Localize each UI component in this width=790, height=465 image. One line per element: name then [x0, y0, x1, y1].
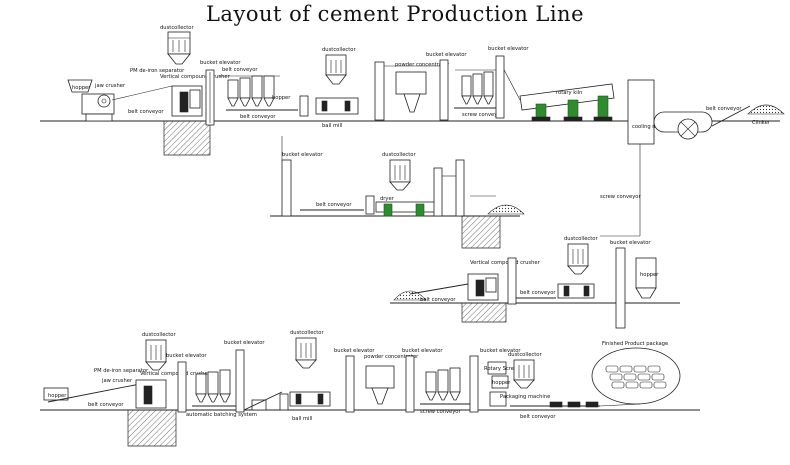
dustcollector-3: dustcollector: [382, 152, 416, 191]
hopper-4: hopper: [43, 387, 69, 401]
vertical-compound-1-label: Vertical compound crusher: [160, 74, 231, 80]
screw-conveyor-2-label: screw conveyor: [600, 194, 641, 200]
bucket-elevator-8-label: bucket elevator: [334, 348, 375, 354]
page-title: Layout of cement Production Line: [205, 2, 585, 26]
bucket-elevator-7-label: bucket elevator: [224, 340, 265, 346]
row-secondary-crusher: belt conveyor Vertical compound crusher …: [393, 236, 659, 329]
cooling-machine: cooling machine belt conveyor Clinker: [627, 79, 785, 145]
dustcollector-4-label: dustcollector: [564, 236, 598, 242]
dustcollector-2: dustcollector: [322, 47, 356, 85]
hopper-jaw-crusher: hopper jaw crusher: [67, 79, 126, 122]
belt-conveyor-5-label: belt conveyor: [316, 202, 352, 208]
finished-product-label: Finished Product package: [602, 341, 668, 347]
raw-silos-1: belt conveyor: [218, 67, 298, 111]
dustcollector-7: dustcollector: [508, 352, 542, 389]
hopper-4-label: hopper: [48, 393, 67, 399]
bucket-elevator-1: bucket elevator: [200, 60, 241, 126]
vertical-compound-crusher-2: Vertical compound crusher: [461, 260, 541, 323]
bucket-elevator-1-label: bucket elevator: [200, 60, 241, 66]
hopper-3: hopper: [635, 257, 659, 299]
belt-conveyor-4-label: belt conveyor: [706, 106, 742, 112]
hopper-3-label: hopper: [640, 272, 659, 278]
bucket-elevator-9-label: bucket elevator: [402, 348, 443, 354]
bucket-elevator-6-label: bucket elevator: [166, 353, 207, 359]
bucket-elevator-5-label: bucket elevator: [610, 240, 651, 246]
dustcollector-2-label: dustcollector: [322, 47, 356, 53]
clinker-label: Clinker: [752, 120, 771, 126]
dustcollector-6: dustcollector: [290, 330, 324, 369]
dustcollector-5: dustcollector: [142, 332, 176, 371]
vertical-compound-crusher-3: [127, 379, 177, 447]
hopper-5: hopper: [491, 375, 511, 389]
bucket-elevator-8: bucket elevator: [334, 348, 375, 413]
row-dryer: bucket elevator belt conveyor dustcollec…: [281, 152, 525, 249]
screw-conveyor-1-label: screw conveyor: [462, 112, 503, 118]
dustcollector-5-label: dustcollector: [142, 332, 176, 338]
ball-mill-secondary: [557, 283, 595, 299]
pm-separator-2-label: PM de-iron separator: [94, 368, 149, 374]
bucket-elevator-9: bucket elevator: [402, 348, 443, 413]
belt-conveyor-1-label: belt conveyor: [222, 67, 258, 73]
dustcollector-1: dustcollector: [160, 25, 194, 65]
bucket-elevator-7: bucket elevator: [224, 340, 265, 413]
bucket-elevator-2-label: bucket elevator: [426, 52, 467, 58]
row-raw-material: dustcollector hopper jaw crusher PM de-i…: [67, 25, 785, 156]
belt-conveyor-3-label: belt conveyor: [128, 109, 164, 115]
pm-separator-1-label: PM de-iron separator: [130, 68, 185, 74]
dryer-bucket-elevators: [433, 159, 465, 217]
row-cement-grinding: hopper belt conveyor PM de-iron separato…: [43, 330, 681, 447]
automatic-batching-label: automatic batching system: [186, 412, 257, 418]
powder-concentrator-2-label: powder concentrator: [364, 354, 419, 360]
jaw-crusher-label: jaw crusher: [94, 83, 126, 89]
belt-conveyor-9-label: belt conveyor: [520, 414, 556, 420]
dustcollector-7-label: dustcollector: [508, 352, 542, 358]
cooling-machine-label: cooling machine: [632, 124, 675, 130]
dustcollector-6-label: dustcollector: [290, 330, 324, 336]
vertical-compound-2-label: Vertical compound crusher: [470, 260, 541, 266]
powder-concentrator-1-label: powder concentrator: [395, 62, 450, 68]
jaw-crusher-2-label: jaw crusher: [101, 378, 133, 384]
rotary-screen: Rotary Screen: [484, 361, 520, 375]
dryer-label: dryer: [380, 196, 395, 202]
bucket-elevator-10-label: bucket elevator: [480, 348, 521, 354]
bucket-elevator-6: bucket elevator: [166, 353, 207, 413]
vertical-compound-3-label: Vertical compound crusher: [140, 371, 211, 377]
bucket-elevator-5: bucket elevator: [610, 240, 651, 329]
belt-conveyor-6-label: belt conveyor: [520, 290, 556, 296]
bucket-elevator-3-label: bucket elevator: [488, 46, 529, 52]
hopper-5-label: hopper: [492, 380, 511, 386]
packaging-machine: Packaging machine: [489, 391, 550, 407]
dustcollector-1-label: dustcollector: [160, 25, 194, 31]
belt-conveyor-8-label: belt conveyor: [88, 402, 124, 408]
ball-mill-2: ball mill: [279, 391, 331, 422]
belt-conveyor-7-label: belt conveyor: [420, 297, 456, 303]
ball-mill-2-label: ball mill: [292, 416, 312, 422]
screw-conveyor-3-label: screw conveyor: [420, 409, 461, 415]
bucket-elevator-4-label: bucket elevator: [282, 152, 323, 158]
powder-concentrator-1: powder concentrator: [374, 61, 450, 121]
rotary-kiln-label: rotary kiln: [556, 90, 582, 96]
bucket-elevator-4: bucket elevator: [281, 152, 323, 217]
belt-conveyor-2-label: belt conveyor: [240, 114, 276, 120]
ball-mill-1-label: ball mill: [322, 123, 342, 129]
dryer: dryer: [365, 195, 439, 217]
rotary-kiln: rotary kiln: [519, 83, 615, 122]
powder-concentrator-2: powder concentrator: [364, 354, 419, 405]
finished-product-package: Finished Product package: [591, 341, 681, 407]
dustcollector-3-label: dustcollector: [382, 152, 416, 158]
dustcollector-4: dustcollector: [564, 236, 598, 275]
hopper-1-label: hopper: [72, 85, 91, 91]
batching-silos: automatic batching system: [186, 369, 257, 418]
hopper-2-label: hopper: [272, 95, 291, 101]
ball-mill-1: ball mill: [299, 95, 359, 129]
rotary-screen-label: Rotary Screen: [484, 366, 520, 372]
packaging-machine-label: Packaging machine: [500, 394, 550, 400]
vertical-compound-crusher-1: [163, 85, 211, 156]
bucket-elevator-10: bucket elevator: [469, 348, 521, 413]
cement-silos: screw conveyor: [420, 367, 470, 415]
bucket-elevator-3-group: bucket elevator bucket elevator screw co…: [426, 46, 529, 121]
